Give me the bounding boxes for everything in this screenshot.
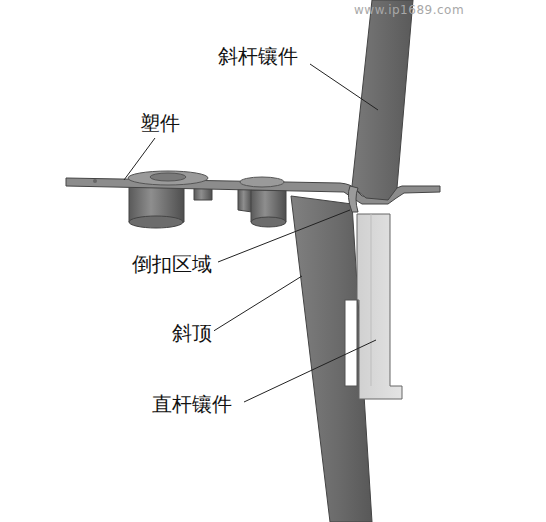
inclined-rod-insert (352, 0, 413, 200)
part-name: 斜顶 (170, 322, 214, 345)
undercut-hook (348, 186, 358, 212)
watermark: www.ip1689.com (352, 4, 466, 18)
part-name: 倒扣区域 (130, 253, 214, 276)
part-name: 直杆镶件 (150, 393, 234, 416)
leader-lines (124, 64, 378, 402)
part-name: 塑件 (138, 112, 182, 135)
part-name: 斜杆镶件 (216, 45, 300, 68)
straight-rod-insert (345, 214, 402, 399)
